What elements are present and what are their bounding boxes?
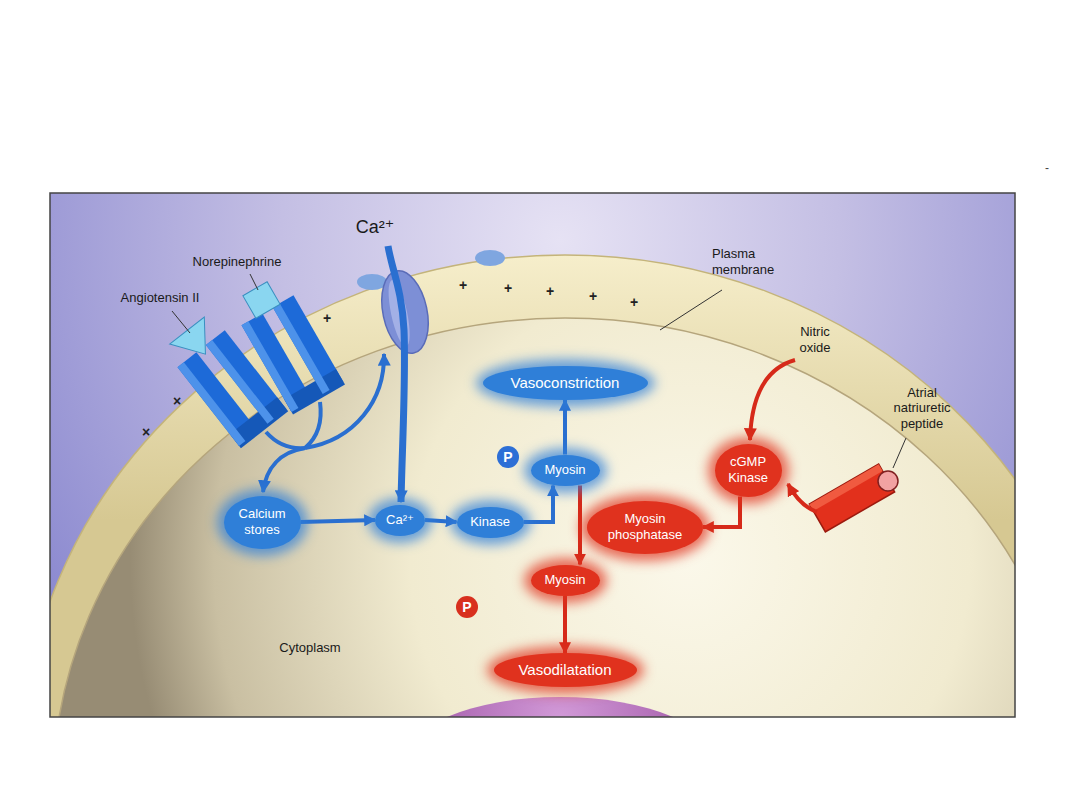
channel-activation-arrow: [305, 354, 384, 448]
signal-arrow: [703, 497, 740, 528]
leader-line: [172, 311, 190, 333]
nucleus: [400, 697, 720, 717]
charge-sign: +: [546, 283, 554, 300]
callout-label: Plasma membrane: [712, 246, 774, 277]
charge-sign: +: [630, 294, 638, 311]
anp-ligand: [878, 471, 898, 491]
node-text: cGMP: [730, 454, 766, 470]
ion-label: Ca²⁺: [356, 217, 395, 239]
signal-node: Myosin: [531, 455, 600, 486]
calcium-influx-arrow: [388, 246, 405, 502]
callout-label: Angiotensin II: [121, 290, 200, 306]
signal-arrow: [524, 486, 554, 523]
effect-node: Vasoconstriction: [483, 366, 648, 400]
charge-sign: +: [323, 310, 331, 327]
node-text: Myosin: [544, 572, 585, 588]
charge-sign: ×: [142, 424, 150, 441]
anp-signal-arrow: [788, 484, 817, 512]
panel-border: [50, 193, 1015, 717]
node-text: Ca²⁺: [386, 512, 414, 528]
node-text: Vasoconstriction: [511, 374, 620, 392]
leader-line: [893, 438, 906, 468]
signal-node: Myosin: [531, 565, 600, 596]
leader-line: [250, 274, 258, 290]
signal-arrow: [301, 520, 376, 522]
charge-sign: +: [589, 288, 597, 305]
phosphate-badge: P: [456, 596, 478, 618]
callout-label: Atrial natriuretic peptide: [893, 385, 950, 432]
node-text: Vasodilatation: [518, 661, 611, 679]
charge-sign: ×: [173, 393, 181, 410]
callout-label: Nitric oxide: [799, 324, 830, 355]
signal-arrow: [563, 596, 567, 654]
node-text: Kinase: [728, 470, 768, 486]
signal-node: cGMPKinase: [715, 444, 782, 497]
leader-line: [660, 290, 722, 330]
callout-label: Norepinephrine: [193, 254, 282, 270]
signal-arrow: [563, 400, 567, 455]
effect-node: Vasodilatation: [494, 653, 637, 687]
node-text: Myosin: [544, 462, 585, 478]
node-text: Myosin phosphatase: [608, 511, 682, 542]
charge-sign: +: [459, 277, 467, 294]
node-text: Kinase: [470, 514, 510, 530]
cytoplasm: [53, 318, 1015, 717]
page-mark: -: [1045, 161, 1049, 175]
nitric-oxide-arrow: [750, 360, 795, 440]
signal-arrow: [578, 486, 582, 565]
region-label: Cytoplasm: [279, 640, 340, 656]
signal-node: Calcium stores: [224, 496, 301, 549]
norepinephrine-receptor: [229, 274, 345, 415]
signal-arrow: [425, 520, 457, 522]
membrane-protein: [475, 250, 505, 266]
store-release-arrow: [263, 448, 305, 492]
phosphate-badge: P: [497, 446, 519, 468]
node-text: Calcium stores: [239, 506, 286, 537]
signal-node: Myosin phosphatase: [587, 501, 703, 554]
charge-sign: +: [504, 280, 512, 297]
plasma-membrane: [50, 255, 1015, 717]
signal-node: Ca²⁺: [375, 505, 425, 536]
receptor-signal-bracket: [266, 402, 321, 448]
signal-node: Kinase: [457, 507, 524, 538]
